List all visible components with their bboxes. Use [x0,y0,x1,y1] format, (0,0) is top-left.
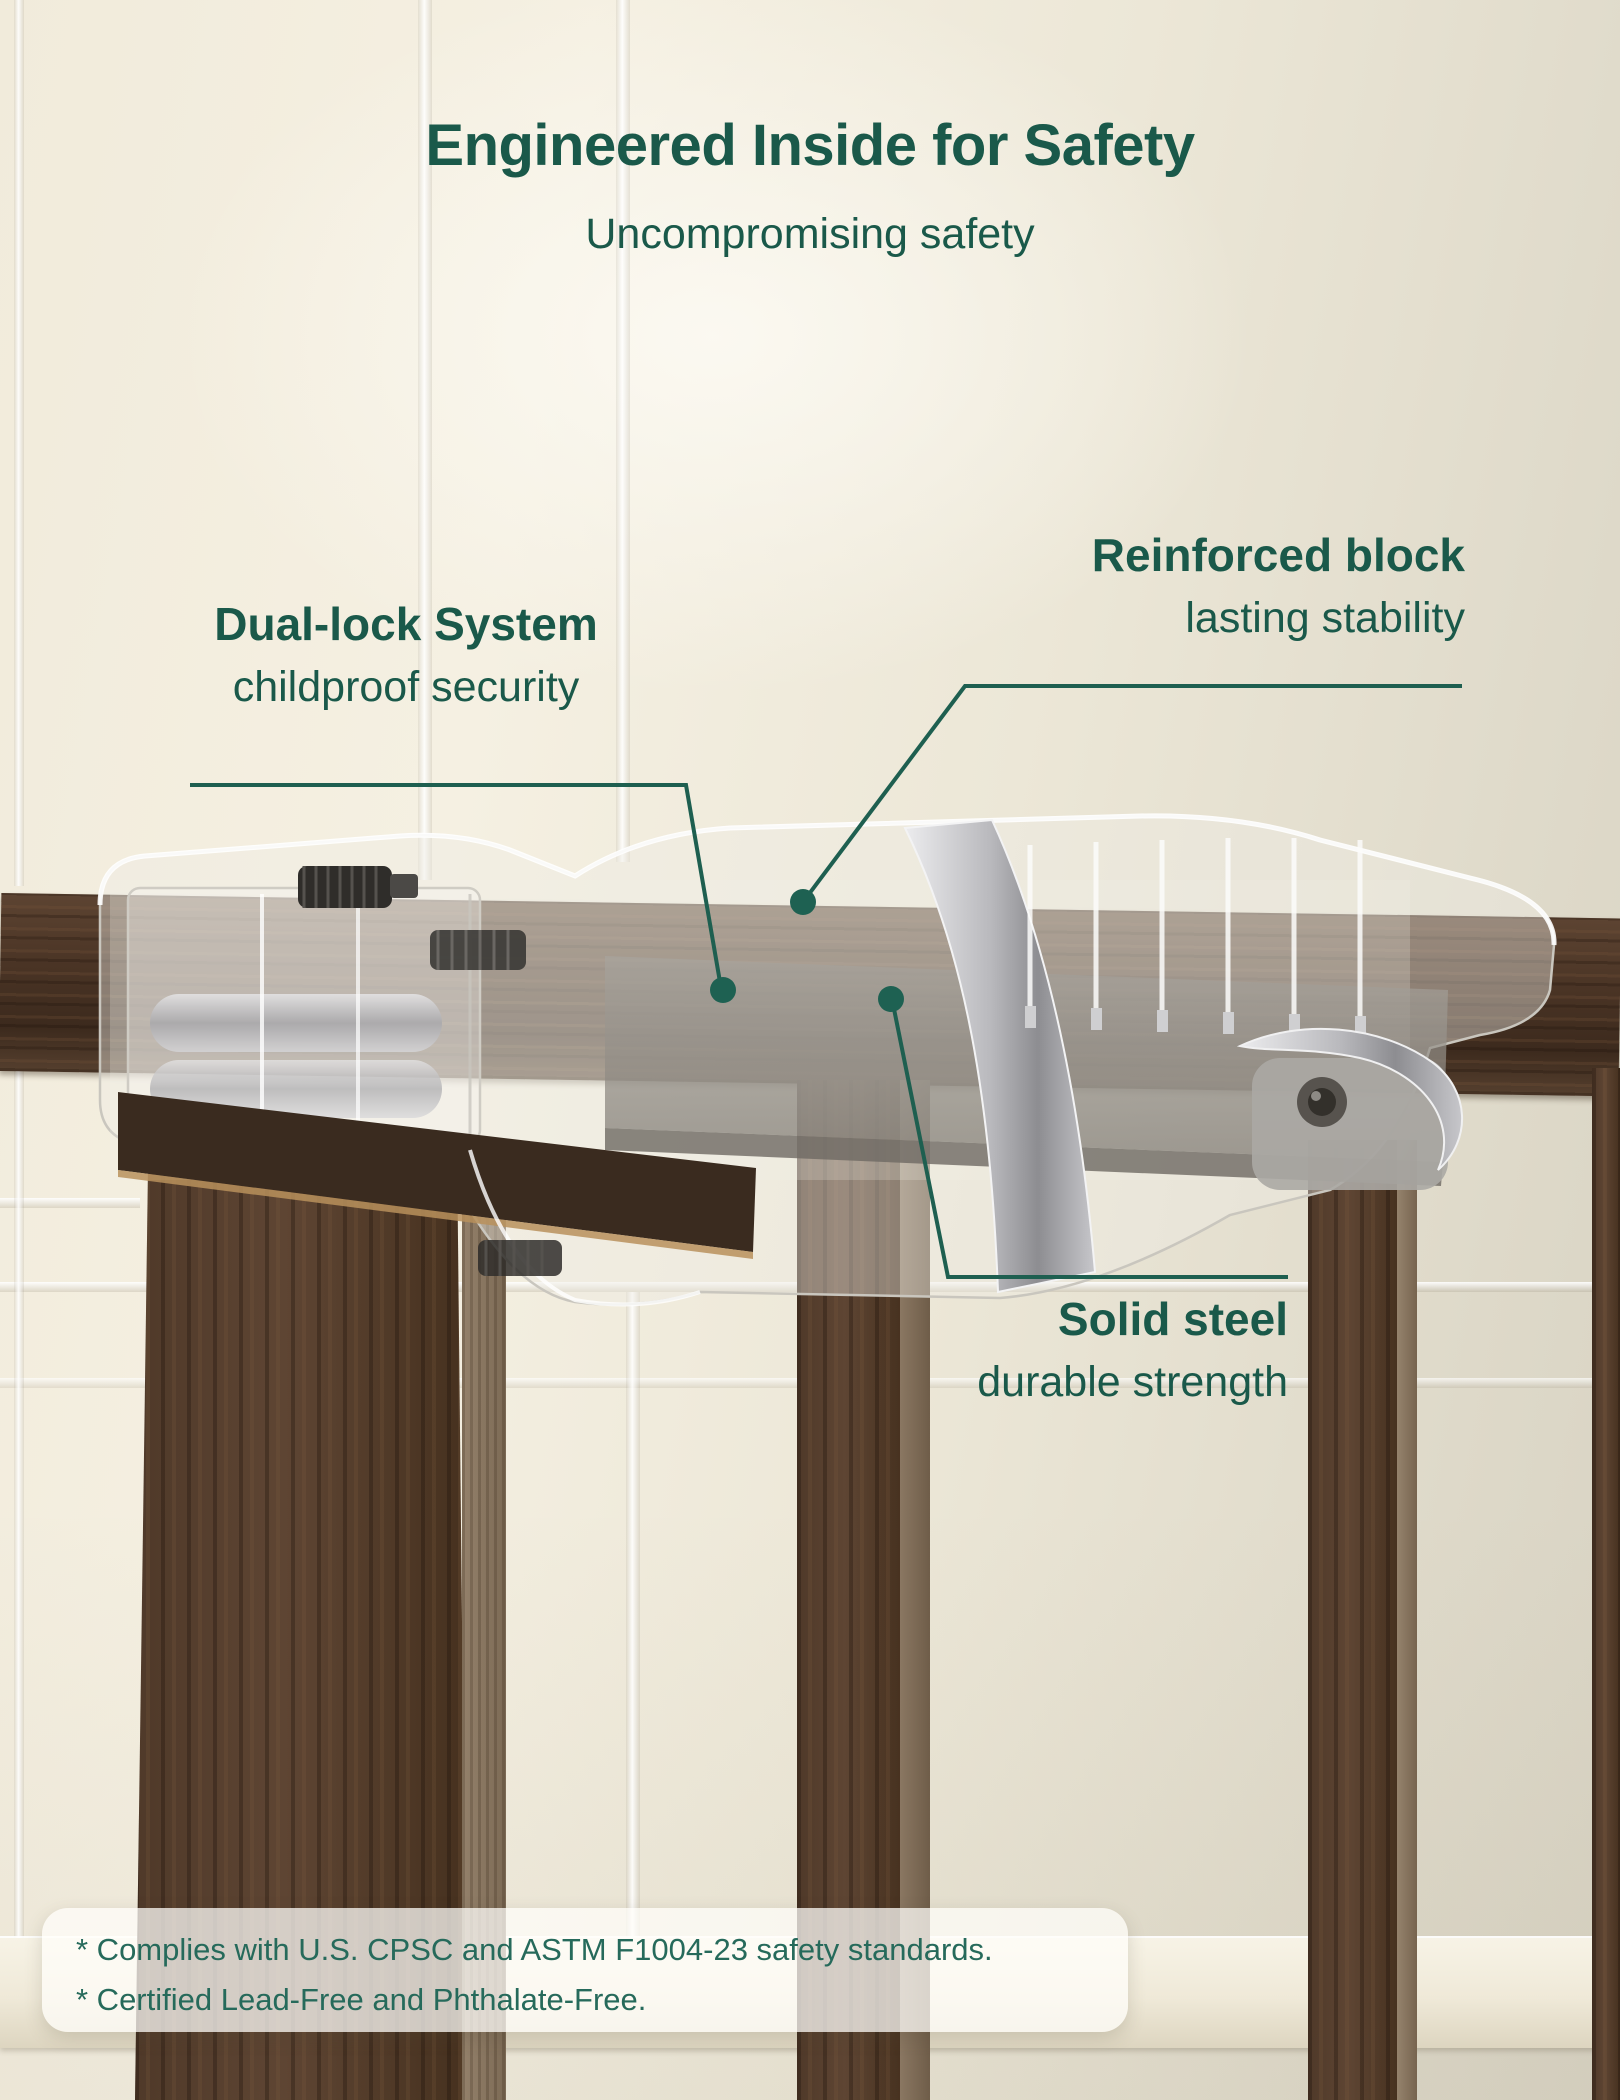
leader-line-dual-lock [190,783,722,983]
wood-post-right [1308,1140,1400,2100]
callout-dot [878,986,904,1012]
lock-cylinder [150,1060,442,1118]
callout-dual-lock: Dual-lock System childproof security [160,598,652,711]
page-title: Engineered Inside for Safety [425,113,1195,178]
wall-seam [14,1065,24,1945]
footnote-certified: * Certified Lead-Free and Phthalate-Free… [76,1982,647,2017]
wall-seam [616,0,630,862]
callout-dot [790,889,816,915]
leader-line-reinforced-block [804,684,1462,900]
callout-title: Dual-lock System [214,598,598,650]
spring-screw [298,866,392,908]
clear-pocket-edge [468,1149,701,1307]
wall-seam [418,0,432,880]
wood-post-right-side [1397,1140,1417,2100]
hook-bracket [1236,1027,1463,1171]
slat-tips [1025,1006,1366,1038]
callout-reinforced-block: Reinforced block lasting stability [905,529,1465,642]
wainscot-molding [0,1198,140,1208]
clear-slats [1027,838,1363,1030]
callout-solid-steel: Solid steel durable strength [728,1293,1288,1406]
compliance-note-panel: * Complies with U.S. CPSC and ASTM F1004… [42,1908,1128,2032]
callout-title: Solid steel [1057,1293,1288,1345]
callout-subtitle: lasting stability [1185,593,1465,642]
wall-seam [14,0,24,886]
wall-seam [626,1292,640,1944]
callout-subtitle: durable strength [977,1357,1288,1406]
page-subtitle: Uncompromising safety [585,210,1035,258]
leader-line-solid-steel [891,1003,1288,1279]
bottom-tray-edge [118,1170,753,1259]
lock-cylinder [150,994,442,1052]
footnote-compliance: * Complies with U.S. CPSC and ASTM F1004… [76,1932,993,1967]
callout-dot [710,977,736,1003]
wood-post-edge [1592,1068,1620,2100]
callout-title: Reinforced block [1091,529,1465,581]
callout-subtitle: childproof security [232,662,580,711]
threaded-bolt [430,930,526,970]
bottom-tray [118,1092,756,1252]
housing-highlight-edge [97,813,1557,946]
